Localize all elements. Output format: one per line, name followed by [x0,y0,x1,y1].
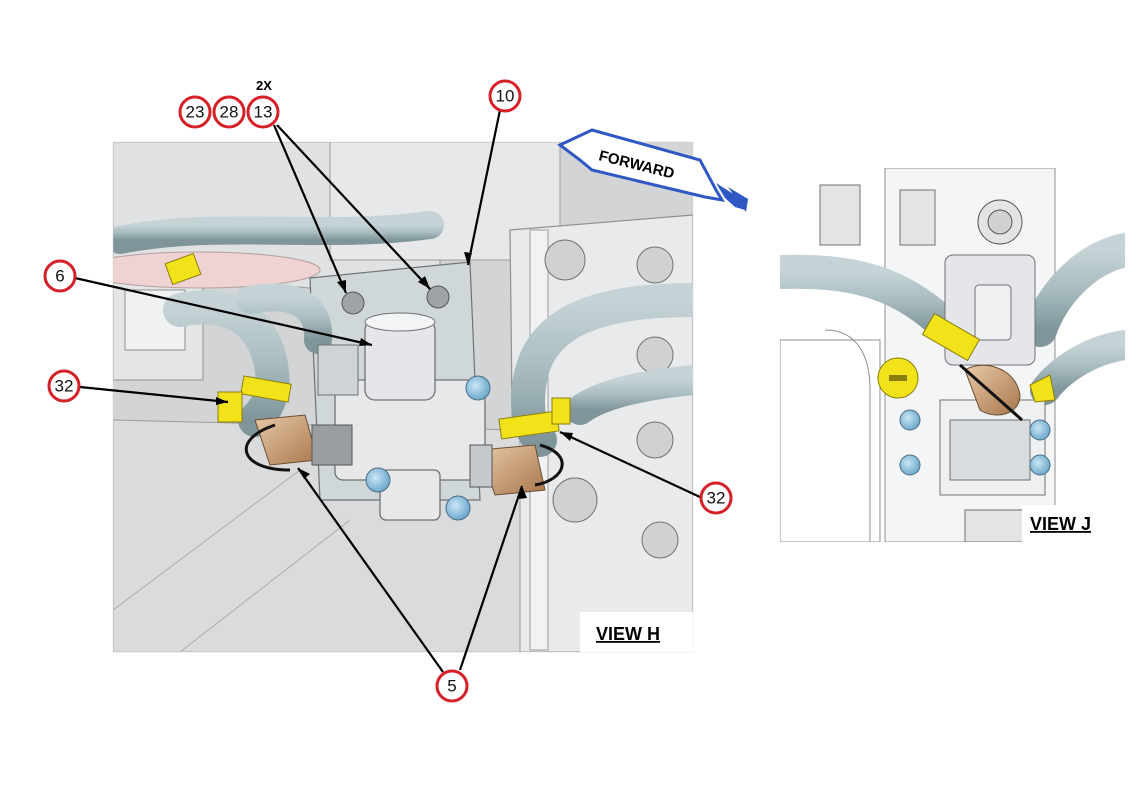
view-j-label: VIEW J [1030,514,1091,534]
callout-23-label: 23 [186,103,205,122]
solenoid-valve [317,312,486,521]
callout-13: 13 [246,95,280,129]
valve-bolts [341,285,491,521]
callout-32-right: 32 [699,481,733,515]
callout-5-label: 5 [447,677,456,696]
bolt-column-right [544,239,679,559]
view-h-label: VIEW H [596,624,660,644]
callout-28-label: 28 [220,103,239,122]
view-j-illustration [780,168,1125,542]
quantity-note: 2X [256,78,272,93]
callout-32-left-label: 32 [55,377,74,396]
callout-10-label: 10 [496,87,515,106]
callout-32-left: 32 [47,369,81,403]
callout-28: 28 [212,95,246,129]
callout-5: 5 [435,669,469,703]
callout-13-label: 13 [254,103,273,122]
forward-arrow: FORWARD [557,128,748,212]
callout-10: 10 [488,79,522,113]
callout-23: 23 [178,95,212,129]
hose-clamps [164,252,571,440]
bronze-fittings [254,414,546,496]
callout-6-label: 6 [55,267,64,286]
callout-32-right-label: 32 [707,489,726,508]
callout-6: 6 [43,259,77,293]
leader-arrowheads [216,252,573,499]
leader-lines [74,109,701,673]
